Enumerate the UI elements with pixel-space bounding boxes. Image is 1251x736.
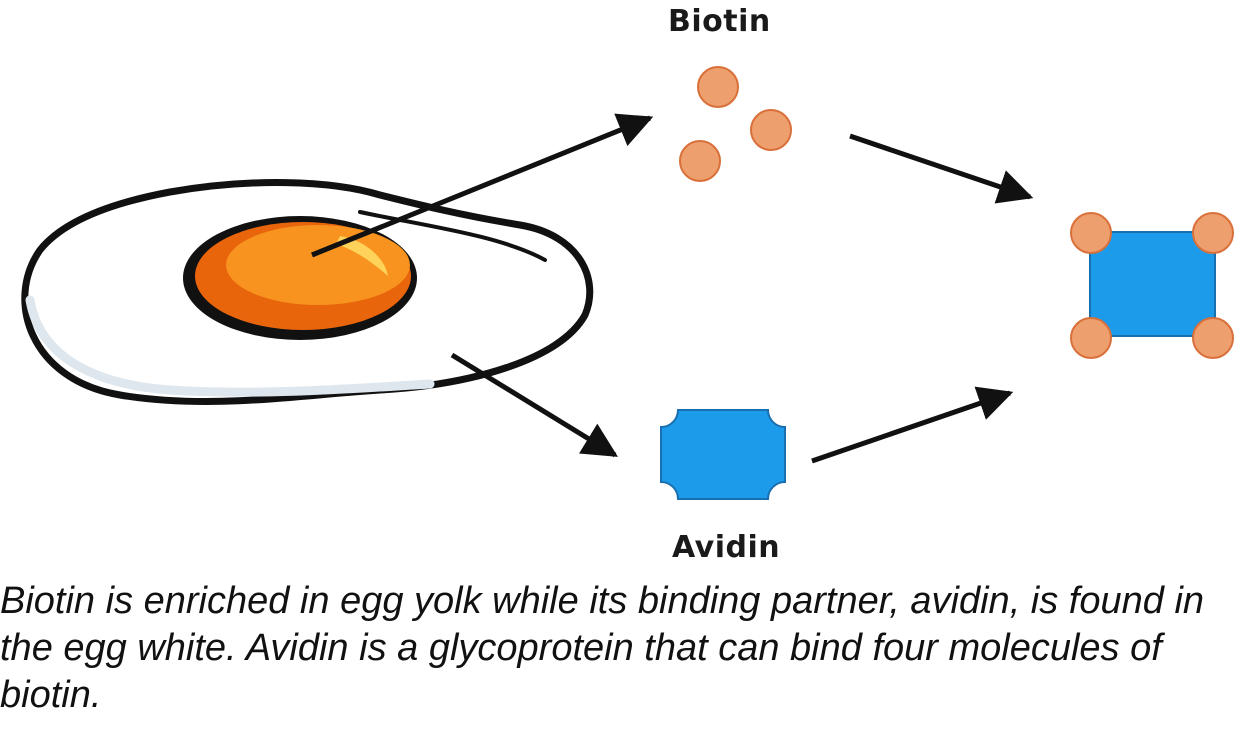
complex-biotin xyxy=(1192,212,1234,254)
figure-caption: Biotin is enriched in egg yolk while its… xyxy=(0,580,1205,716)
biotin-label: Biotin xyxy=(668,4,771,39)
biotin-molecule xyxy=(697,66,739,108)
arrow-yolk-to-biotin xyxy=(311,113,654,258)
avidin-label: Avidin xyxy=(672,530,781,565)
egg-white-inner-line xyxy=(358,210,547,262)
biotin-avidin-diagram xyxy=(21,66,1234,500)
fried-egg xyxy=(21,179,594,405)
avidin-molecule xyxy=(660,409,786,500)
arrow-white-to-avidin xyxy=(450,352,618,458)
arrow-biotin-to-complex xyxy=(849,133,1034,204)
complex-biotin xyxy=(1192,317,1234,359)
complex-avidin xyxy=(1089,231,1216,337)
complex-biotin xyxy=(1070,317,1112,359)
arrow-avidin-to-complex xyxy=(811,386,1014,464)
egg-yolk-shine xyxy=(336,236,388,276)
biotin-molecule xyxy=(750,109,792,151)
complex-biotin xyxy=(1070,212,1112,254)
avidin-biotin-complex xyxy=(1070,212,1234,359)
biotin-molecule xyxy=(679,140,721,182)
biotin-molecules xyxy=(679,66,792,182)
egg-white-shadow xyxy=(25,295,435,397)
